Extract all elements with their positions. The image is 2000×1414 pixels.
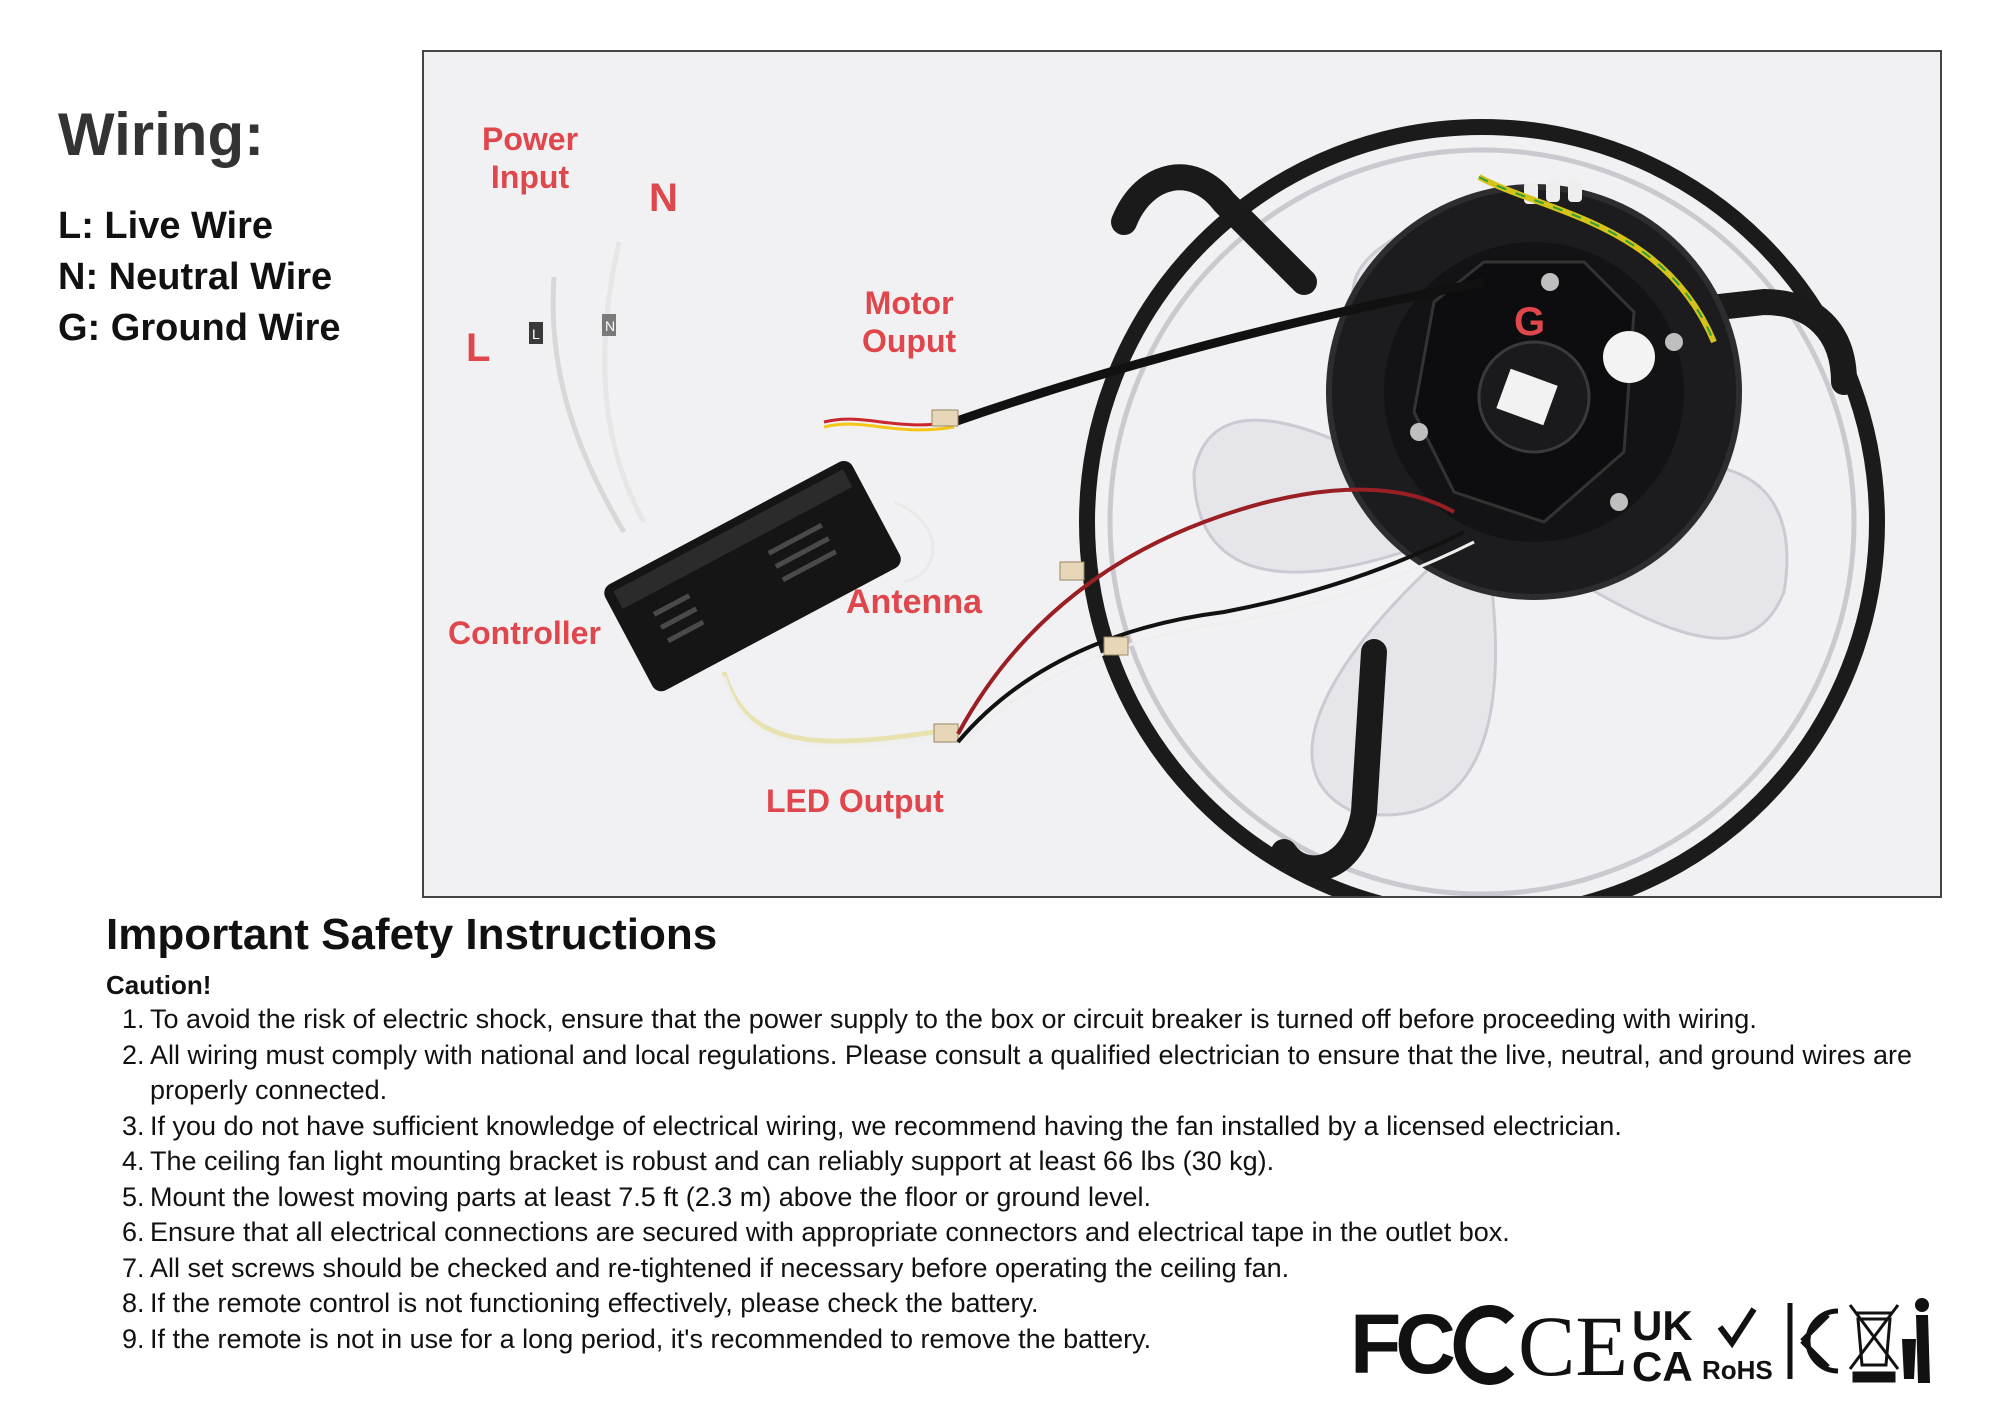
fan-arms	[1111, 164, 1857, 882]
ukca-logo-bottom: CA	[1632, 1343, 1693, 1385]
instruction-item: 2.All wiring must comply with national a…	[122, 1038, 1952, 1109]
callout-power-input-line2: Input	[490, 159, 570, 196]
callout-power-input: Power Input	[482, 120, 578, 197]
callout-g: G	[1514, 300, 1546, 344]
instruction-text: If you do not have sufficient knowledge …	[150, 1110, 1622, 1141]
safety-instructions-list: 1.To avoid the risk of electric shock, e…	[122, 1002, 1922, 1357]
rohs-logo: RoHS	[1702, 1355, 1773, 1385]
fan-inner-ring	[1107, 147, 1857, 896]
motor-cable	[952, 277, 1485, 427]
instruction-item: 3.If you do not have sufficient knowledg…	[122, 1109, 1922, 1145]
legend-neutral-wire: N: Neutral Wire	[58, 256, 333, 298]
instruction-number: 2.	[122, 1039, 145, 1070]
instruction-text: To avoid the risk of electric shock, ens…	[150, 1004, 1757, 1034]
callout-l: L	[466, 326, 491, 370]
neutral-wire	[602, 241, 647, 524]
instruction-number: 4.	[122, 1146, 145, 1176]
ce-logo: CE	[1518, 1298, 1628, 1385]
caution-label: Caution!	[106, 970, 212, 1000]
antenna-wire	[956, 487, 1455, 735]
instruction-text: If the remote is not in use for a long p…	[150, 1323, 1152, 1354]
recycle-bin-person-icon	[1902, 1298, 1930, 1383]
fcc-logo: FC	[1350, 1297, 1454, 1385]
callout-led-output: LED Output	[766, 783, 944, 819]
callout-motor-output-line1: Motor	[864, 285, 954, 321]
motor-sticker	[1603, 331, 1655, 383]
instruction-number: 5.	[122, 1181, 145, 1212]
instruction-item: 4.The ceiling fan light mounting bracket…	[122, 1144, 1922, 1180]
instruction-item: 6.Ensure that all electrical connections…	[122, 1215, 1922, 1251]
instruction-text: If the remote control is not functioning…	[150, 1288, 1039, 1318]
instruction-item: 7.All set screws should be checked and r…	[122, 1251, 1922, 1287]
callout-motor-output-line2: Ouput	[862, 323, 957, 360]
callout-motor-output: Motor Ouput	[862, 284, 956, 361]
instruction-text: The ceiling fan light mounting bracket i…	[150, 1146, 1275, 1176]
instruction-item: 9.If the remote is not in use for a long…	[122, 1322, 1222, 1358]
legend-live-wire: L: Live Wire	[58, 205, 274, 247]
rohs-check-icon	[1717, 1307, 1757, 1349]
controller-box	[604, 460, 901, 692]
instruction-number: 7.	[122, 1252, 145, 1283]
safety-title: Important Safety Instructions	[106, 910, 718, 959]
callout-power-input-line1: Power	[482, 121, 579, 157]
instruction-number: 9.	[122, 1323, 145, 1354]
instruction-number: 8.	[122, 1288, 145, 1318]
instruction-item: 1.To avoid the risk of electric shock, e…	[122, 1002, 1922, 1038]
instruction-text: All wiring must comply with national and…	[150, 1039, 1912, 1106]
led-output-wire	[721, 671, 935, 744]
kc-mark-icon	[1787, 1303, 1839, 1379]
fan-wiring-illustration: L N	[529, 119, 1885, 896]
instruction-number: 3.	[122, 1110, 145, 1141]
certification-logos: FC CE UK CA RoHS	[1350, 1297, 1930, 1385]
fan-outer-ring	[1079, 119, 1885, 896]
live-wire	[550, 276, 627, 534]
callout-n: N	[649, 176, 678, 220]
wire-tag-n: N	[605, 318, 615, 334]
instruction-number: 6.	[122, 1217, 145, 1247]
weee-bin-icon	[1848, 1304, 1900, 1383]
callout-antenna: Antenna	[846, 583, 982, 621]
wiring-photo: L N Power Input N L Motor Ouput G Antenn…	[422, 50, 1942, 898]
wiring-title: Wiring:	[58, 101, 265, 168]
ukca-logo-top: UK	[1632, 1302, 1693, 1349]
instruction-number: 1.	[122, 1004, 145, 1034]
wire-tag-l: L	[532, 326, 540, 342]
fcc-logo-c	[1453, 1305, 1515, 1385]
instruction-text: Ensure that all electrical connections a…	[150, 1217, 1510, 1247]
instruction-text: All set screws should be checked and re-…	[150, 1252, 1290, 1283]
instruction-item: 8.If the remote control is not functioni…	[122, 1286, 1922, 1322]
callout-controller: Controller	[448, 615, 601, 651]
instruction-item: 5.Mount the lowest moving parts at least…	[122, 1180, 1922, 1216]
instruction-text: Mount the lowest moving parts at least 7…	[150, 1181, 1152, 1212]
legend-ground-wire: G: Ground Wire	[58, 307, 341, 349]
